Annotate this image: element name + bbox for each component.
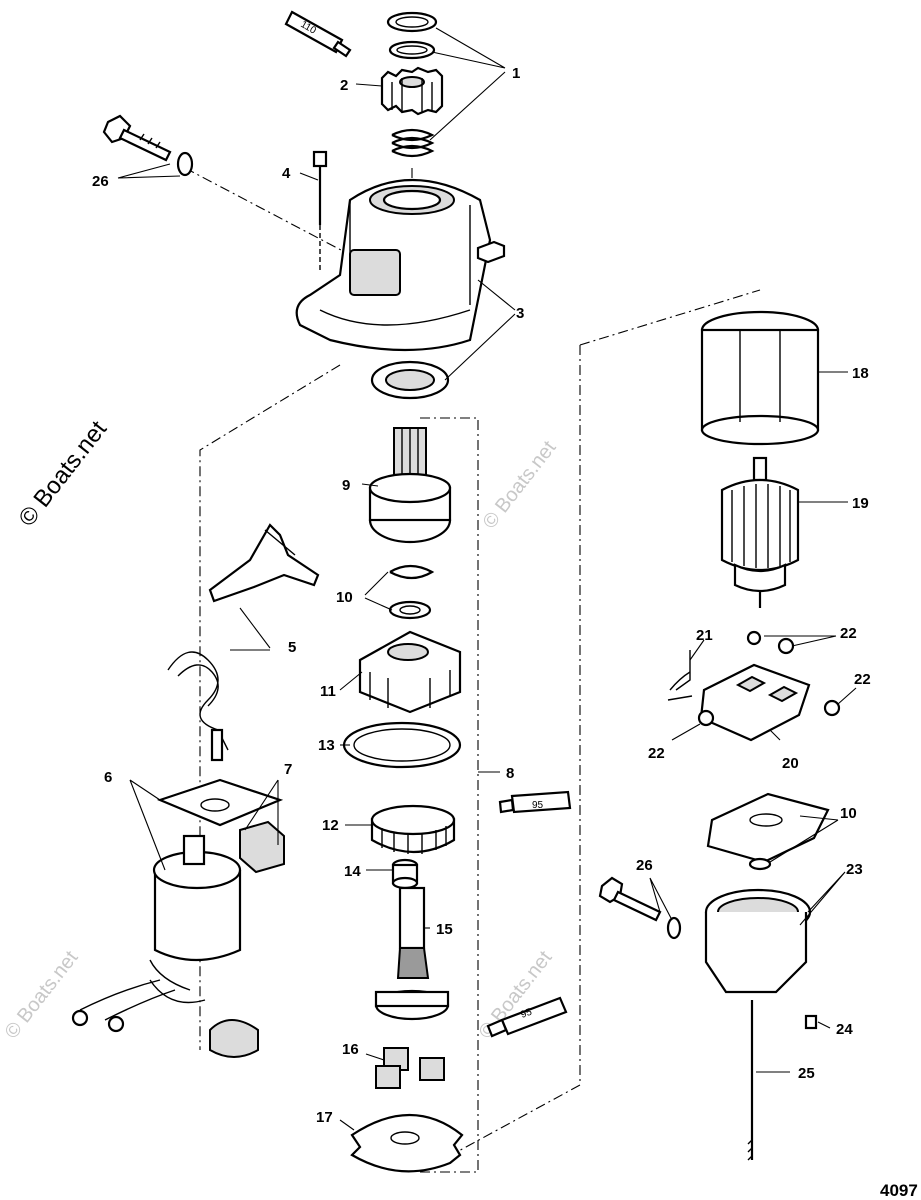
- callout-2: 2: [340, 77, 348, 94]
- leader-lines: [117, 27, 857, 1131]
- callout-20: 20: [782, 755, 799, 772]
- watermark-faint-bottom-left: © Boats.net: [1, 947, 83, 1043]
- part-2-pinion-gear: [380, 66, 444, 116]
- callout-25: 25: [798, 1065, 815, 1082]
- callout-22-left: 22: [648, 745, 665, 762]
- callout-numbers: 1 2 3 4 26 5 6 7 8 9 10 11 13 12 14 15 1…: [92, 65, 871, 1126]
- callout-26-top: 26: [92, 173, 109, 190]
- figure-number: 4097: [880, 1181, 918, 1200]
- callout-11: 11: [320, 683, 336, 700]
- part-3-drive-housing: [295, 179, 506, 400]
- callout-22-top: 22: [840, 625, 857, 642]
- part-10-clip-and-washer: [388, 564, 435, 620]
- callout-22-right: 22: [854, 671, 871, 688]
- callout-24: 24: [836, 1021, 853, 1038]
- watermark-faint-center: © Boats.net: [479, 437, 561, 533]
- part-1-seals-and-spring: [386, 11, 438, 158]
- part-26-bolt-top: [102, 114, 194, 177]
- callout-9: 9: [342, 477, 350, 494]
- svg-text:95: 95: [519, 1007, 534, 1021]
- callout-7: 7: [284, 761, 292, 778]
- part-14-bushing: [391, 858, 419, 890]
- callout-6: 6: [104, 769, 112, 786]
- sealant-tube-95-lower: 95: [486, 996, 568, 1038]
- part-7-brush-pieces: [239, 820, 285, 874]
- callout-10-center: 10: [336, 589, 353, 606]
- callout-10-right: 10: [840, 805, 857, 822]
- part-10-end-plate: [706, 792, 830, 871]
- part-5-shift-lever-and-spring: [167, 523, 320, 751]
- callout-12: 12: [322, 817, 339, 834]
- part-19-armature: [720, 456, 800, 608]
- part-12-ring-gear: [370, 804, 456, 854]
- sealant-tube-95-upper: 95: [498, 790, 572, 814]
- sealant-tube-110: 110: [284, 10, 352, 58]
- callout-26-right: 26: [636, 857, 653, 874]
- callout-23: 23: [846, 861, 863, 878]
- part-6-motor-frame: [71, 728, 284, 1058]
- callout-13: 13: [318, 737, 335, 754]
- part-17-lock-plate: [350, 1113, 464, 1173]
- part-20-brush-plate: [667, 663, 811, 742]
- callout-21: 21: [696, 627, 713, 644]
- part-15-shaft: [374, 886, 450, 1021]
- part-25-through-bolt: [747, 1000, 754, 1161]
- part-9-drive-assembly: [368, 427, 452, 544]
- svg-text:95: 95: [532, 800, 544, 811]
- callout-3: 3: [516, 305, 524, 322]
- callout-14: 14: [344, 863, 361, 880]
- part-21-lead-wire: [675, 650, 691, 691]
- part-4-screw: [312, 150, 328, 270]
- callout-16: 16: [342, 1041, 359, 1058]
- part-16-planet-gears: [375, 1047, 445, 1089]
- watermark-main: © Boats.net: [13, 416, 112, 532]
- part-24-screw: [804, 1014, 818, 1030]
- callout-18: 18: [852, 365, 869, 382]
- part-11-gear-carrier: [358, 630, 462, 714]
- callout-1: 1: [512, 65, 520, 82]
- part-18-field-frame: [700, 310, 820, 446]
- callout-5: 5: [288, 639, 296, 656]
- callout-17: 17: [316, 1109, 333, 1126]
- part-26-bolt-right: [598, 876, 682, 940]
- callout-19: 19: [852, 495, 869, 512]
- part-22-brushes-and-springs: [697, 630, 841, 727]
- callout-15: 15: [436, 921, 453, 938]
- part-13-plate: [342, 721, 462, 769]
- callout-8: 8: [506, 765, 514, 782]
- callout-4: 4: [282, 165, 291, 182]
- part-23-end-cap: [704, 888, 812, 994]
